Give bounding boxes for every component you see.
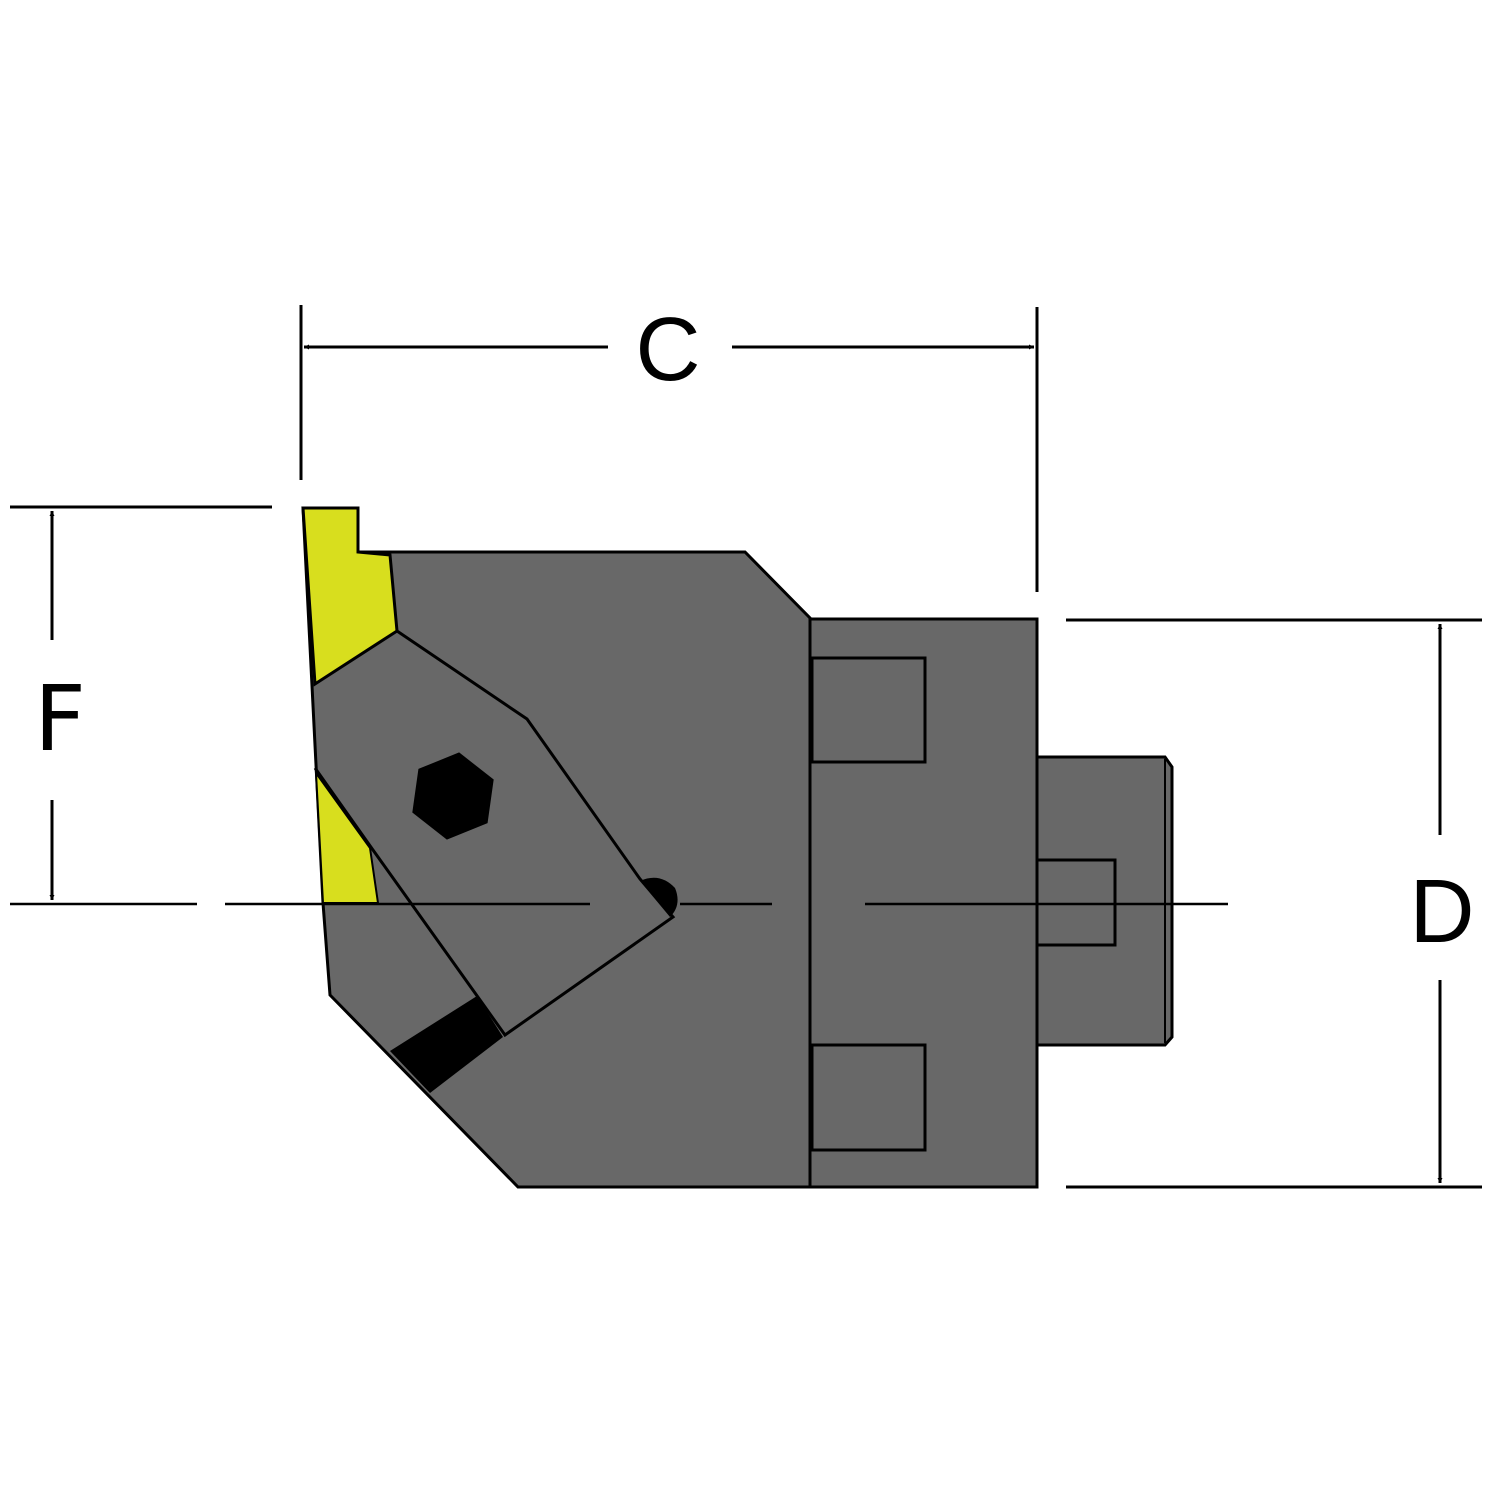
- shank: [1035, 755, 1174, 1047]
- dimension-f-label: F: [34, 667, 86, 772]
- hex-screw-icon: [412, 752, 494, 840]
- dimension-d: [1066, 618, 1482, 1189]
- insert-nose: [640, 877, 678, 917]
- dimension-c-label: C: [636, 300, 701, 400]
- dimension-c: [299, 305, 1039, 592]
- clamp-pocket-top: [810, 656, 927, 764]
- dimension-f: [10, 505, 272, 900]
- insert-outline: [313, 629, 676, 1038]
- shank-key: [1035, 858, 1117, 947]
- clamp-pocket-bottom: [810, 1043, 927, 1152]
- dimension-d-label: D: [1410, 862, 1475, 962]
- insert-pad-top: [301, 506, 399, 687]
- clamp-wedge: [390, 996, 503, 1093]
